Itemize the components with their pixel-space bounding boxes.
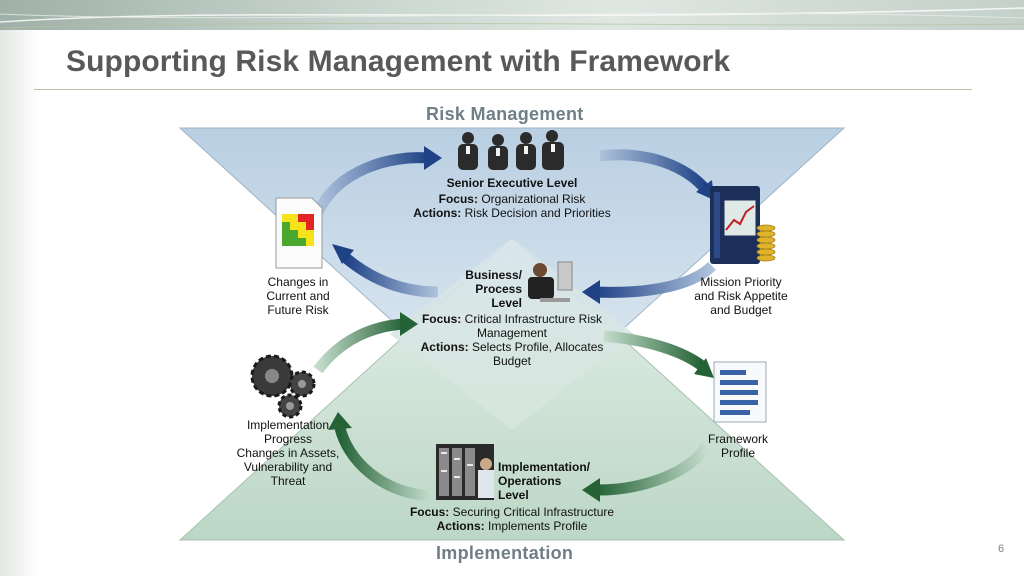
arrow-profile-to-operations — [582, 442, 711, 502]
business-actions-label: Actions: — [420, 340, 469, 354]
progress-line-1: Implementation — [246, 418, 330, 432]
arrow-operations-to-progress — [328, 412, 431, 502]
operations-focus-text: Securing Critical Infrastructure — [452, 505, 615, 519]
framework-profile-label: Framework Profile — [698, 432, 778, 460]
progress-line-5: Threat — [270, 474, 306, 488]
changes-line-3: Future Risk — [267, 303, 329, 317]
progress-line-2: Progress — [263, 432, 313, 446]
business-focus-text-2: Management — [476, 326, 548, 340]
left-edge-fade — [0, 30, 40, 576]
gears-icon — [250, 354, 316, 419]
arrow-senior-to-binder — [599, 149, 714, 200]
arrow-business-to-changes — [332, 244, 439, 298]
progress-line-3: Changes in Assets, — [236, 446, 340, 460]
operations-heading-line-2: Operations — [498, 474, 562, 488]
senior-focus-text: Organizational Risk — [481, 192, 586, 206]
business-details: Focus: Critical Infrastructure Risk Mana… — [400, 312, 624, 368]
business-heading: Business/ Process Level — [452, 268, 522, 310]
operations-focus-label: Focus: — [409, 505, 450, 519]
business-diamond — [390, 238, 634, 430]
senior-actions-label: Actions: — [413, 206, 462, 220]
framework-line-2: Profile — [720, 446, 755, 460]
title-rule — [34, 89, 972, 90]
changes-line-1: Changes in — [267, 275, 329, 289]
operations-heading-line-3: Level — [498, 488, 529, 502]
business-actions-text-1: Selects Profile, Allocates — [471, 340, 604, 354]
senior-actions-text: Risk Decision and Priorities — [464, 206, 611, 220]
slide-number: 6 — [998, 543, 1005, 555]
framework-profile-document-icon — [713, 361, 767, 423]
implementation-label: Implementation — [436, 543, 574, 563]
business-focus-text-1: Critical Infrastructure Risk — [464, 312, 603, 326]
mission-line-3: and Budget — [710, 303, 772, 317]
arrow-business-to-profile — [603, 330, 714, 378]
mission-line-1: Mission Priority — [700, 275, 782, 289]
risk-heatmap-document-icon — [275, 197, 323, 269]
header-band — [0, 0, 1024, 30]
operations-actions-text: Implements Profile — [487, 519, 588, 533]
executives-group-icon — [458, 130, 564, 170]
mission-line-2: and Risk Appetite — [694, 289, 788, 303]
framework-line-1: Framework — [707, 432, 768, 446]
risk-management-label: Risk Management — [426, 104, 584, 124]
senior-focus-label: Focus: — [438, 192, 478, 206]
arrow-binder-to-business — [582, 261, 716, 304]
operations-heading: Implementation/ Operations Level — [498, 460, 608, 502]
senior-executive-block: Senior Executive Level Focus: Organizati… — [392, 176, 632, 220]
progress-line-4: Vulnerability and — [243, 460, 333, 474]
operations-heading-line-1: Implementation/ — [498, 460, 591, 474]
mission-priority-label: Mission Priority and Risk Appetite and B… — [686, 275, 796, 317]
arrow-gears-to-business — [313, 312, 418, 374]
changes-line-2: Current and — [266, 289, 330, 303]
operations-actions-label: Actions: — [436, 519, 485, 533]
slide-title: Supporting Risk Management with Framewor… — [66, 45, 731, 78]
operations-details: Focus: Securing Critical Infrastructure … — [392, 505, 632, 533]
business-focus-label: Focus: — [421, 312, 462, 326]
business-heading-line-3: Level — [491, 296, 522, 310]
server-room-icon — [436, 444, 494, 500]
business-heading-line-1: Business/ — [465, 268, 522, 282]
header-swoosh — [0, 7, 1024, 29]
budget-binder-icon — [710, 186, 776, 264]
senior-heading: Senior Executive Level — [446, 176, 578, 190]
business-actions-text-2: Budget — [492, 354, 532, 368]
businessman-at-computer-icon — [528, 261, 573, 302]
arrow-heatmap-to-senior — [313, 146, 442, 215]
changes-in-risk-label: Changes in Current and Future Risk — [248, 275, 348, 317]
business-heading-line-2: Process — [475, 282, 522, 296]
implementation-progress-label: Implementation Progress Changes in Asset… — [232, 418, 344, 488]
